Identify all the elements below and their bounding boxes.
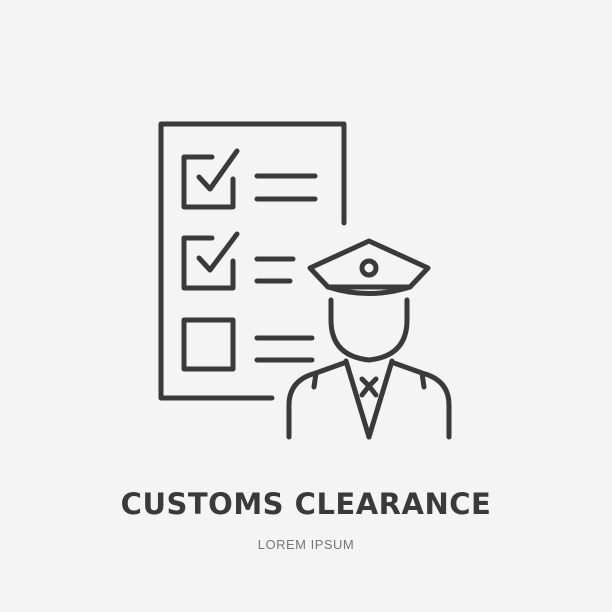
title: CUSTOMS CLEARANCE bbox=[120, 487, 492, 521]
customs-officer-checklist-icon bbox=[158, 121, 452, 440]
officer-lapel-left bbox=[311, 370, 319, 390]
officer-lapel-right bbox=[419, 370, 427, 390]
officer-cap-crown bbox=[307, 238, 431, 290]
checkmark-1-icon bbox=[196, 148, 240, 192]
subtitle: LOREM IPSUM bbox=[257, 537, 355, 552]
customs-officer-icon bbox=[286, 238, 452, 440]
checklist-item-2 bbox=[181, 231, 296, 291]
checklist-icon bbox=[158, 121, 347, 401]
officer-collar-right bbox=[366, 358, 395, 440]
officer-tie-knot bbox=[359, 383, 379, 398]
officer-face bbox=[328, 297, 410, 363]
officer-cap-badge-icon bbox=[359, 258, 379, 278]
checklist-item-1 bbox=[181, 148, 318, 210]
checklist-item-3 bbox=[181, 317, 315, 372]
checkmark-2-icon bbox=[196, 231, 240, 273]
checkbox-2 bbox=[181, 235, 236, 291]
checkbox-1 bbox=[181, 154, 236, 210]
officer-cap-visor bbox=[325, 284, 413, 296]
customs-clearance-icon bbox=[158, 121, 452, 440]
checkbox-3 bbox=[181, 317, 236, 372]
checklist-page-outline bbox=[158, 121, 347, 401]
officer-collar-left bbox=[343, 358, 372, 440]
